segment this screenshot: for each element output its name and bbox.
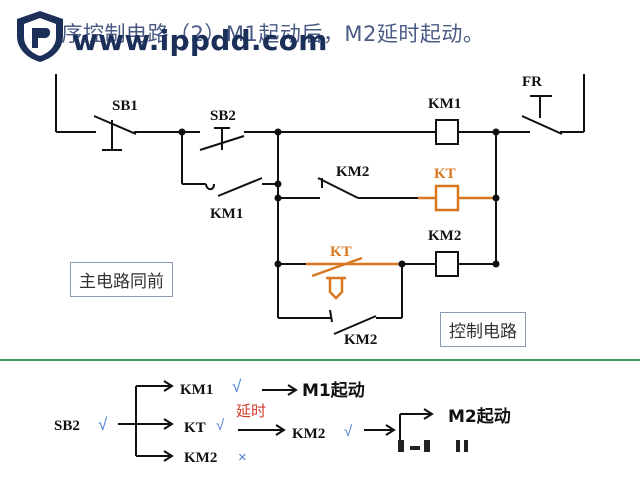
small-logo-icon bbox=[398, 440, 468, 452]
seq-km2-on-check: √ bbox=[344, 423, 353, 440]
watermark: www.ippdd.com bbox=[12, 8, 342, 64]
km2-nc-label: KM2 bbox=[344, 332, 377, 348]
seq-km2-off-label: KM2 bbox=[184, 450, 217, 466]
sequence-arrows bbox=[118, 380, 434, 462]
seq-km2-on-label: KM2 bbox=[292, 426, 325, 442]
kt-highlight bbox=[306, 184, 496, 300]
seq-km1-label: KM1 bbox=[180, 382, 213, 398]
page-title: 顺序控制电路（2）M1起动后，M2延时起动。 bbox=[40, 22, 485, 46]
seq-km1-check: √ bbox=[232, 377, 242, 396]
seq-sb2-label: SB2 bbox=[54, 418, 80, 434]
seq-m1-label: M1起动 bbox=[302, 380, 365, 401]
control-circuit-wires bbox=[55, 74, 585, 335]
seq-m2-label: M2起动 bbox=[448, 406, 511, 427]
sb1-label: SB1 bbox=[112, 98, 138, 114]
seq-km2-off-cross: × bbox=[238, 449, 247, 466]
fr-label: FR bbox=[522, 74, 542, 90]
sb2-label: SB2 bbox=[210, 108, 236, 124]
seq-kt-check: √ bbox=[216, 417, 225, 434]
seq-delay-label: 延时 bbox=[236, 402, 266, 420]
main-circuit-note: 主电路同前 bbox=[70, 262, 173, 297]
km2-coil-label: KM2 bbox=[428, 228, 461, 244]
kt-contact-label: KT bbox=[330, 244, 352, 260]
km2-coil bbox=[435, 251, 459, 277]
kt-coil-label: KT bbox=[434, 166, 456, 182]
seq-sb2-check: √ bbox=[98, 415, 108, 434]
km1-contact-label: KM1 bbox=[210, 206, 243, 222]
watermark-text: www.ippdd.com bbox=[72, 24, 328, 57]
seq-kt-label: KT bbox=[184, 420, 206, 436]
km1-coil bbox=[435, 119, 459, 145]
junction-dots bbox=[178, 128, 500, 268]
km1-coil-label: KM1 bbox=[428, 96, 461, 112]
control-circuit-note: 控制电路 bbox=[440, 312, 526, 347]
km2-contact-label: KM2 bbox=[336, 164, 369, 180]
shield-logo-icon bbox=[17, 11, 63, 62]
